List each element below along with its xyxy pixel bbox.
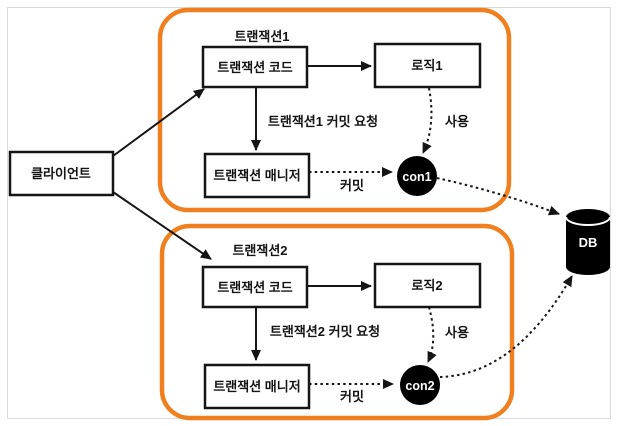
transaction1-code-label: 트랜잭션 코드 [217, 60, 292, 75]
transaction2-manager-label: 트랜잭션 매니저 [213, 379, 300, 394]
transaction1-group [157, 7, 512, 213]
connection-node-con2 [400, 365, 440, 405]
transaction2-title: 트랜잭션2 [232, 243, 287, 258]
dotted-arrow-logic2-to-con2 [427, 306, 437, 363]
transaction2-group [159, 223, 515, 421]
dotted-arrow-con1-to-db [436, 177, 560, 216]
transaction2-commit-label: 커밋 [340, 389, 364, 404]
client-box [8, 150, 115, 197]
transaction2-code-label: 트랜잭션 코드 [217, 280, 292, 295]
arrow-client-to-transaction1-code [112, 88, 205, 157]
transaction2-commit-request-label: 트랜잭션2 커밋 요청 [270, 324, 380, 339]
database-cylinder: DB [565, 209, 611, 275]
client-label: 클라이언트 [31, 166, 91, 181]
transaction2-logic-box [373, 262, 482, 309]
transaction1-commit-label: 커밋 [340, 178, 364, 193]
transaction2-logic-label: 로직2 [411, 278, 442, 293]
db-label: DB [579, 235, 598, 250]
transaction2-manager-box [203, 363, 311, 410]
page-border [7, 7, 611, 419]
transaction1-commit-request-label: 트랜잭션1 커밋 요청 [268, 114, 378, 129]
transaction1-logic-box [373, 42, 482, 89]
con2-label: con2 [405, 379, 434, 393]
transaction1-logic-label: 로직1 [411, 58, 442, 73]
transaction1-manager-label: 트랜잭션 매니저 [213, 168, 300, 183]
connection-node-con1 [397, 156, 437, 196]
transaction1-use-label: 사용 [445, 114, 469, 129]
transaction2-code-box [201, 265, 309, 309]
transaction1-title: 트랜잭션1 [234, 29, 289, 44]
transaction1-manager-box [203, 152, 311, 199]
arrow-client-to-transaction2-code [112, 191, 212, 260]
dotted-arrow-con2-to-db [439, 275, 573, 378]
dotted-arrow-logic1-to-con1 [422, 87, 433, 154]
con1-label: con1 [402, 170, 431, 184]
transaction2-use-label: 사용 [445, 325, 469, 340]
